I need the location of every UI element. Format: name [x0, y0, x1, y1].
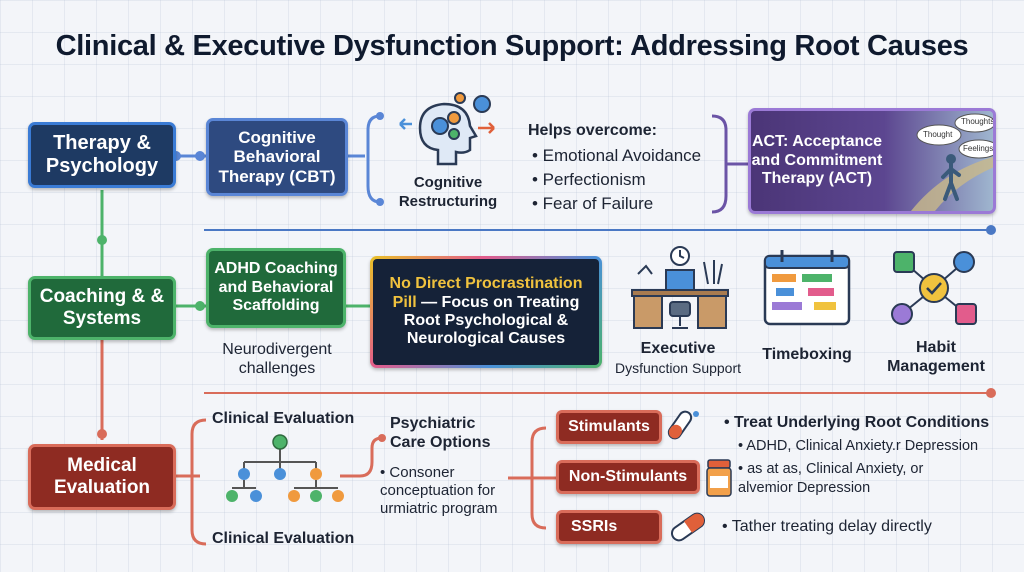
medical-evaluation-box[interactable]: Medical Evaluation — [28, 444, 176, 510]
no-pill-label: No Direct Procrastination Pill — Focus o… — [381, 275, 591, 349]
treat-item-3: • Tather treating delay directly — [722, 518, 932, 535]
calendar-icon — [763, 250, 851, 326]
separator-blue — [204, 229, 990, 231]
desk-icon — [631, 246, 729, 329]
ssris-label: SSRIs — [571, 517, 618, 535]
thought-bubble-1: Thoughts — [961, 117, 995, 126]
therapy-psychology-label: Therapy & Psychology — [45, 132, 159, 177]
non-stimulants-button[interactable]: Non-Stimulants — [556, 460, 700, 494]
walking-path-icon — [911, 113, 993, 211]
non-stimulants-label: Non-Stimulants — [568, 467, 688, 485]
stimulants-button[interactable]: Stimulants — [556, 410, 662, 444]
timeboxing-label: Timeboxing — [762, 346, 852, 363]
clinical-evaluation-top: Clinical Evaluation — [212, 410, 355, 427]
adhd-coaching-box[interactable]: ADHD Coaching and Behavioral Scaffolding — [206, 248, 346, 328]
no-pill-callout[interactable]: No Direct Procrastination Pill — Focus o… — [370, 256, 602, 368]
adhd-coaching-label: ADHD Coaching and Behavioral Scaffolding — [214, 260, 338, 315]
act-label: ACT: Acceptance and Commitment Therapy (… — [751, 133, 883, 188]
no-pill-lead: No Direct Procrastination Pill — [389, 275, 583, 311]
head-gears-icon — [399, 92, 495, 166]
no-pill-rest: — Focus on Treating Root Psychological &… — [403, 293, 580, 348]
helps-item-3: • Fear of Failure — [532, 194, 654, 213]
executive-sub: Dysfunction Support — [614, 360, 742, 376]
helps-item-2: • Perfectionism — [532, 170, 646, 189]
thought-bubble-3: Feelings — [963, 144, 994, 153]
psych-care-body: • Consoner conceptuation for urmiatric p… — [380, 464, 498, 517]
habit-management-label: Habit Management — [887, 339, 985, 376]
coaching-systems-box[interactable]: Coaching & & Systems — [28, 276, 176, 340]
separator-blue-end — [986, 225, 996, 235]
habit-network-icon — [891, 251, 977, 325]
executive-title: Executive — [640, 340, 716, 357]
stimulants-label: Stimulants — [568, 417, 650, 435]
separator-red-end — [986, 388, 996, 398]
psych-care-title: Psychiatric Care Options — [390, 415, 491, 452]
medical-evaluation-label: Medical Evaluation — [53, 455, 151, 498]
cbt-label: Cognitive Behavioral Therapy (CBT) — [218, 127, 336, 186]
therapy-psychology-box[interactable]: Therapy & Psychology — [28, 122, 176, 188]
helps-item-1: • Emotional Avoidance — [532, 146, 702, 165]
page-title: Clinical & Executive Dysfunction Support… — [55, 30, 969, 62]
neurodivergent-label: Neurodivergent challenges — [222, 341, 332, 378]
ssris-button[interactable]: SSRIs — [556, 510, 662, 544]
capsule-icon — [670, 512, 706, 542]
test-tube-icon — [667, 410, 699, 440]
separator-red — [204, 392, 990, 394]
pill-bottle-icon — [706, 459, 732, 497]
clinical-evaluation-bottom: Clinical Evaluation — [212, 530, 355, 547]
treat-item-2: • as at as, Clinical Anxiety, or alvemio… — [738, 461, 924, 496]
cognitive-restructuring-label: Cognitive Restructuring — [398, 174, 498, 210]
act-box[interactable]: ACT: Acceptance and Commitment Therapy (… — [748, 108, 996, 214]
treat-item-1: • ADHD, Clinical Anxiety.r Depression — [738, 438, 979, 454]
coaching-systems-label: Coaching & & Systems — [39, 286, 165, 329]
thought-bubble-2: Thought — [923, 130, 953, 139]
treat-title: • Treat Underlying Root Conditions — [724, 414, 990, 431]
helps-title: Helps overcome: — [528, 122, 657, 139]
cbt-box[interactable]: Cognitive Behavioral Therapy (CBT) — [206, 118, 348, 196]
